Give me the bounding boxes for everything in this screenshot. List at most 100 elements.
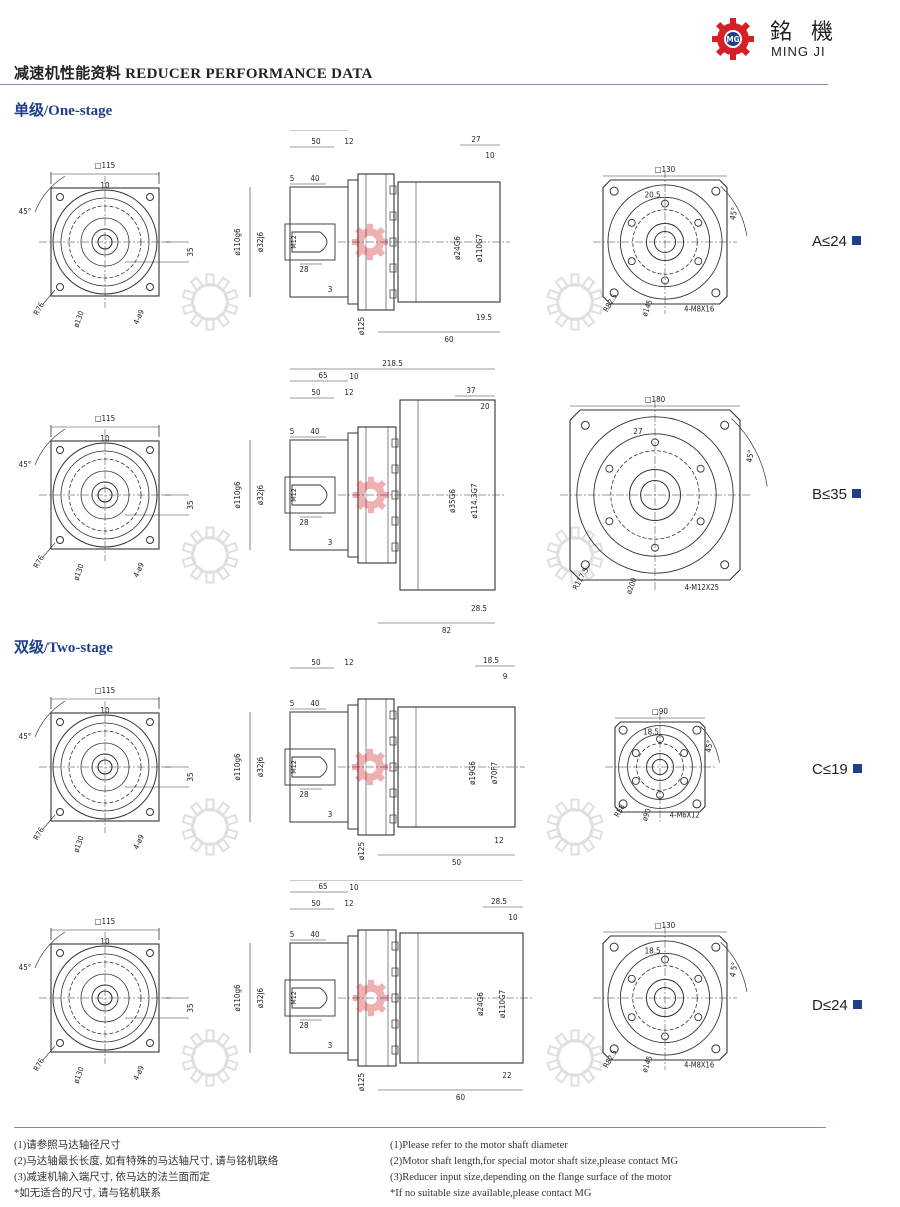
dimension-label: 10 <box>349 883 359 892</box>
dimension-label: 40 <box>310 174 320 183</box>
watermark-logo-icon <box>546 798 604 856</box>
dimension-label: 3 <box>328 538 333 547</box>
dimension-label: 4-ø9 <box>131 561 146 579</box>
dimension-label: ø145 <box>640 1055 654 1074</box>
dimension-label: 40 <box>310 930 320 939</box>
dimension-label: 4-M12X25 <box>685 583 719 592</box>
section-one-stage: 单级/One-stage <box>14 103 113 119</box>
dimension-label: ø19G6 <box>468 761 477 785</box>
dimension-label: ø24G6 <box>453 236 462 260</box>
dimension-label: ø125 <box>357 317 366 335</box>
dimension-label: □115 <box>95 161 116 170</box>
dimension-label: 40 <box>310 427 320 436</box>
dimension-label: 10 <box>100 181 110 190</box>
dimension-label: ø35G6 <box>448 489 457 513</box>
watermark-logo-icon <box>181 798 239 856</box>
dimension-label: □115 <box>95 686 116 695</box>
dimension-label: 10 <box>349 372 359 381</box>
note-cn-3: (3)减速机输入端尺寸, 依马达的法兰面而定 <box>14 1172 210 1183</box>
dimension-label: 3 <box>328 1041 333 1050</box>
dimension-label: 28.5 <box>491 897 507 906</box>
dimension-label: 10 <box>100 706 110 715</box>
dimension-label: 50 <box>311 658 321 667</box>
dimension-label: ø32j6 <box>256 757 265 778</box>
dimension-label: 50 <box>311 137 321 146</box>
dimension-label: 4-M8X16 <box>684 1060 714 1069</box>
dimension-label: □90 <box>652 707 668 716</box>
logo-english: MING JI <box>771 44 826 59</box>
watermark-logo-icon <box>181 526 239 584</box>
dimension-label: 20.5 <box>645 190 661 199</box>
dimension-label: 35 <box>186 772 195 781</box>
dimension-label: ø110g6 <box>233 753 242 781</box>
dimension-label: ø130 <box>72 563 86 582</box>
dimension-label: 9 <box>503 672 508 681</box>
dimension-label: 28 <box>299 265 309 274</box>
dimension-label: 12 <box>494 836 503 845</box>
dimension-label: 18.5 <box>643 728 659 737</box>
dimension-label: 4-M8X16 <box>684 304 714 313</box>
dimension-label: ø32j6 <box>256 232 265 253</box>
watermark-logo-icon <box>546 273 604 331</box>
notes-chinese: (1)请参照马达轴径尺寸 (2)马达轴最长长度, 如有特殊的马达轴尺寸, 请与铭… <box>14 1138 278 1202</box>
header-rule <box>0 84 828 85</box>
dimension-label: ø90 <box>640 807 653 822</box>
dimension-label: 28.5 <box>471 604 487 613</box>
watermark-logo-icon <box>181 273 239 331</box>
logo-chinese: 銘 機 <box>770 20 839 45</box>
dimension-label: 28 <box>299 518 309 527</box>
watermark-gear-icon <box>351 223 389 261</box>
drawing-row-a: □1151045°35R76ø1304-ø9196.5655012405ø110… <box>19 130 748 344</box>
dimension-label: 45° <box>704 739 715 753</box>
spec-label-d: D≤24 <box>812 997 862 1014</box>
dimension-label: 10 <box>485 151 495 160</box>
drawing-row-c: □1151045°35R76ø1304-ø9217655012405ø110g6… <box>19 656 720 865</box>
dimension-label: 18.5 <box>483 656 499 665</box>
dimension-label: 35 <box>186 500 195 509</box>
dimension-label: 5 <box>290 174 295 183</box>
note-en-2: (2)Motor shaft length,for special motor … <box>390 1156 679 1167</box>
note-cn-4: *如无适合的尺寸, 请与铭机联系 <box>14 1188 161 1199</box>
dimension-label: 50 <box>452 858 462 865</box>
dimension-label: □115 <box>95 917 116 926</box>
dimension-label: M12 <box>290 488 298 501</box>
ming-ji-logo: MG <box>712 18 754 60</box>
dimension-label: 3 <box>328 810 333 819</box>
dimension-label: ø110G7 <box>475 234 484 262</box>
title-english: REDUCER PERFORMANCE DATA <box>125 66 373 82</box>
dimension-label: 45° <box>19 963 32 972</box>
footer-rule <box>14 1127 826 1128</box>
dimension-label: 19.5 <box>476 313 492 322</box>
dimension-label: 28 <box>299 790 309 799</box>
note-cn-1: (1)请参照马达轴径尺寸 <box>14 1140 121 1151</box>
dimension-label: □115 <box>95 414 116 423</box>
dimension-label: 5 <box>290 930 295 939</box>
dimension-label: ø130 <box>72 835 86 854</box>
page-title: 减速机性能资料 REDUCER PERFORMANCE DATA <box>14 62 373 83</box>
dimension-label: 27 <box>633 427 642 436</box>
dimension-label: 35 <box>186 1003 195 1012</box>
section-two-stage: 双级/Two-stage <box>14 640 113 656</box>
dimension-label: 4-ø9 <box>131 308 146 326</box>
dimension-label: M12 <box>290 760 298 773</box>
dimension-label: 10 <box>100 937 110 946</box>
dimension-label: 4-M6X12 <box>670 810 700 819</box>
dimension-label: □130 <box>655 165 676 174</box>
dimension-label: 5 <box>290 427 295 436</box>
dimension-label: 50 <box>311 388 321 397</box>
dimension-label: ø130 <box>72 1066 86 1085</box>
dimension-label: 4-ø9 <box>131 1064 146 1082</box>
dimension-label: 27 <box>471 135 480 144</box>
dimension-label: ø145 <box>640 299 654 318</box>
dimension-label: 45° <box>19 460 32 469</box>
note-en-4: *If no suitable size available,please co… <box>390 1188 592 1199</box>
dimension-label: ø110G7 <box>498 990 507 1018</box>
dimension-label: ø32j6 <box>256 988 265 1009</box>
dimension-label: 3 <box>328 285 333 294</box>
dimension-label: ø125 <box>357 1073 366 1091</box>
dimension-label: M12 <box>290 991 298 1004</box>
spec-label-a: A≤24 <box>812 233 861 250</box>
dimension-label: ø110g6 <box>233 984 242 1012</box>
dimension-label: M12 <box>290 235 298 248</box>
